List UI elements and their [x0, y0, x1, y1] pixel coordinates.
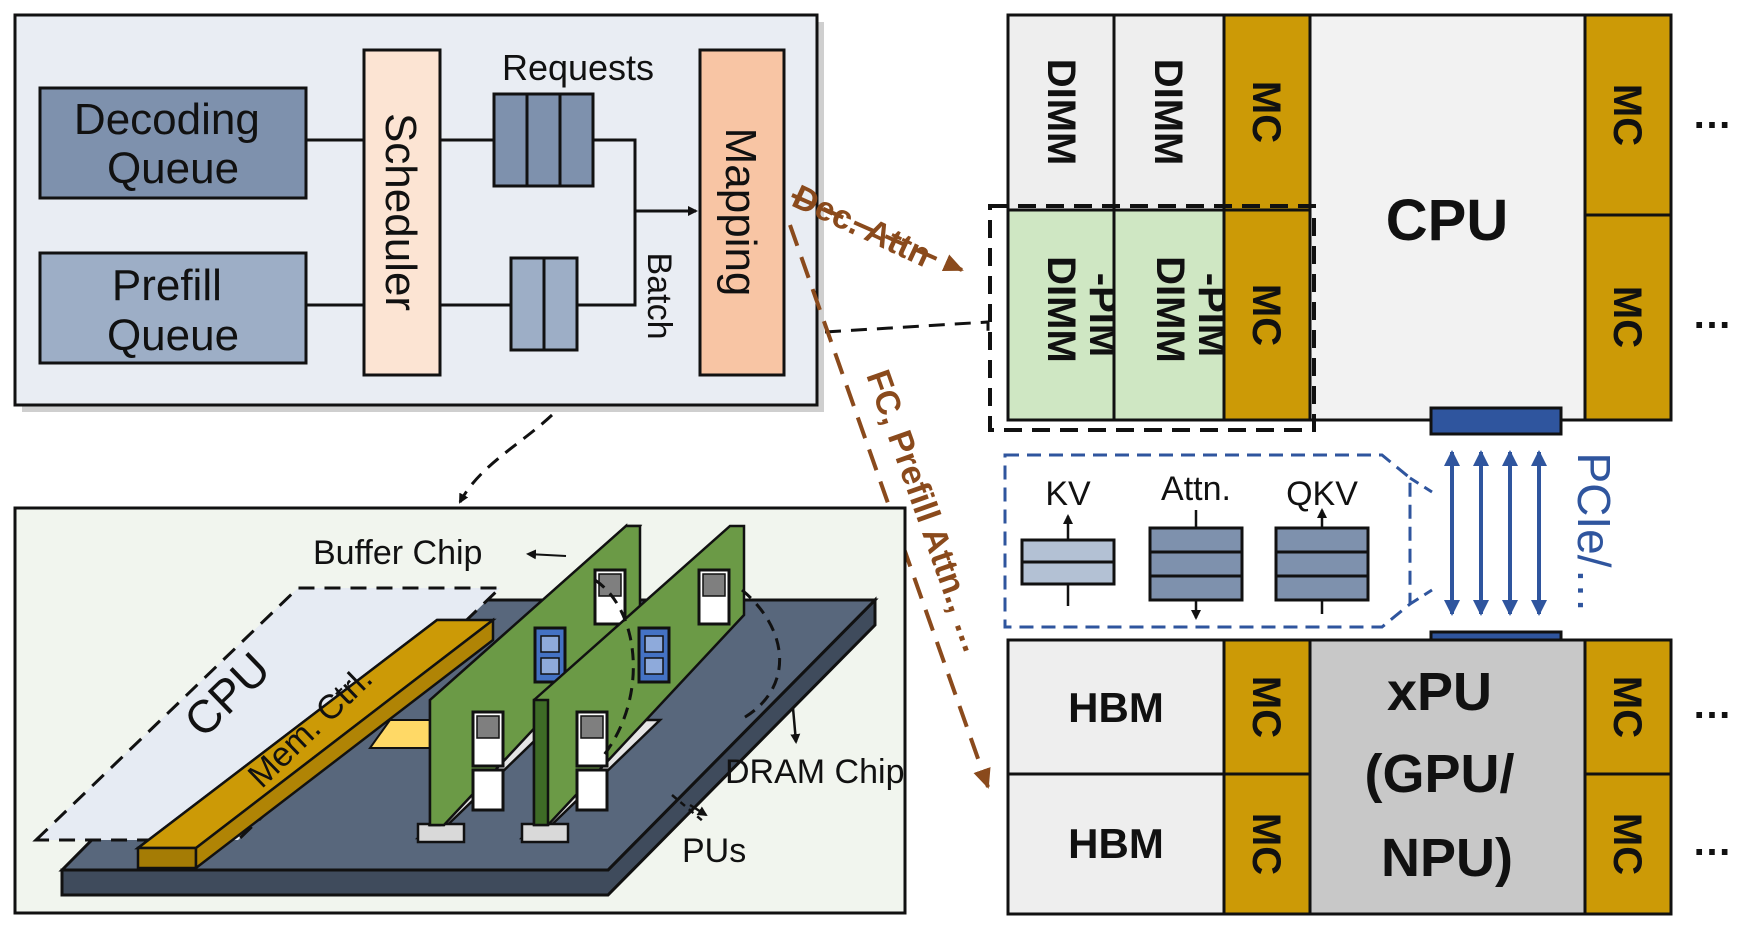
- scheduler-block: Scheduler: [362, 48, 442, 377]
- xpu-line2: (GPU/: [1364, 744, 1514, 804]
- kv-op: KV: [1020, 475, 1116, 606]
- cpu-node: DIMM DIMM MC DIMM -PIM DIMM -PIM MC CPU …: [988, 13, 1732, 432]
- xpu-ellipsis-bottom: …: [1692, 820, 1732, 864]
- dimm-0-label: DIMM: [1039, 59, 1083, 166]
- mc-2-label: MC: [1605, 84, 1649, 146]
- decoding-queue: Decoding Queue: [38, 86, 308, 200]
- svg-text:DIMM -PIM: DIMM -PIM: [1039, 256, 1125, 374]
- pim-highlight-box: [988, 204, 1316, 432]
- buffer-chip-label: Buffer Chip: [313, 534, 482, 572]
- svg-text:Prefill Queue: Prefill Queue: [107, 261, 239, 360]
- cpu-ellipsis-top: …: [1692, 93, 1732, 137]
- prefill-buffer: [509, 256, 579, 352]
- hardware-view: CPU Mem. Ctrl.: [13, 506, 907, 915]
- mc-3-label: MC: [1605, 286, 1649, 348]
- mc-1-label: MC: [1244, 284, 1288, 346]
- svg-text:Decoding Queue: Decoding Queue: [74, 95, 272, 193]
- panel-wires: [307, 138, 698, 307]
- dimm-pim-1-line1: DIMM: [1148, 256, 1192, 363]
- xpu-line1: xPU: [1387, 662, 1492, 722]
- xpu-line3: NPU): [1381, 828, 1513, 888]
- hbm-1-label: HBM: [1068, 820, 1164, 867]
- operator-legend: KV Attn. QKV: [1003, 453, 1433, 629]
- mc-1: [1222, 208, 1312, 422]
- cpu-label: CPU: [1386, 188, 1508, 253]
- mc-7: [1583, 772, 1673, 916]
- pim-link-dashed: [824, 320, 990, 334]
- mc-4-label: MC: [1244, 676, 1288, 738]
- hbm-1: [1006, 772, 1226, 916]
- mapping-label: Mapping: [716, 128, 765, 297]
- request-buffer: [492, 92, 595, 188]
- decoding-queue-line1: Decoding: [74, 95, 260, 144]
- qkv-op: QKV: [1274, 475, 1370, 614]
- attn-label: Attn.: [1161, 470, 1231, 508]
- dimm-pim-1: [1112, 208, 1226, 422]
- hbm-0: [1006, 638, 1226, 776]
- pcie-label: PCIe/…: [1568, 452, 1620, 613]
- mc-6: [1583, 638, 1673, 776]
- qkv-label: QKV: [1286, 475, 1358, 513]
- mapping-block: Mapping: [698, 48, 786, 377]
- dram-chip-label: DRAM Chip: [725, 753, 904, 791]
- prefill-queue: Prefill Queue: [38, 251, 308, 365]
- hardware-link-curve: [458, 413, 554, 504]
- mc-6-label: MC: [1605, 676, 1649, 738]
- mc-5-label: MC: [1244, 813, 1288, 875]
- cpu-region: CPU: [32, 586, 504, 842]
- dimm-module-2: [518, 524, 746, 844]
- pcie-link: PCIe/…: [1429, 406, 1620, 660]
- pcie-port-top: [1429, 406, 1563, 436]
- dimm-pim-0-line1: DIMM: [1039, 256, 1083, 363]
- mc-0-label: MC: [1244, 81, 1288, 143]
- prefill-queue-line1: Prefill: [112, 261, 222, 310]
- svg-text:DIMM -PIM: DIMM -PIM: [1148, 256, 1234, 374]
- batch-label: Batch: [640, 253, 678, 340]
- mc-7-label: MC: [1605, 813, 1649, 875]
- cpu-block: [1308, 13, 1587, 422]
- dimm-1-label: DIMM: [1146, 59, 1190, 166]
- dimm-0: [1006, 13, 1116, 212]
- kv-label: KV: [1045, 475, 1091, 513]
- decoding-queue-line2: Queue: [107, 144, 239, 193]
- xpu-ellipsis-top: …: [1692, 683, 1732, 727]
- prefill-queue-line2: Queue: [107, 311, 239, 360]
- requests-label: Requests: [502, 47, 654, 88]
- scheduler-panel: Decoding Queue Prefill Queue Scheduler R…: [13, 13, 824, 412]
- dimm-module-1: [414, 523, 643, 844]
- mc-5: [1222, 772, 1312, 916]
- attn-op: Attn.: [1148, 470, 1244, 620]
- svg-text:xPU (GPU/ NPU): xPU (GPU/ NPU): [1364, 662, 1529, 888]
- pus-label: PUs: [682, 832, 746, 870]
- cpu-ellipsis-bottom: …: [1692, 293, 1732, 337]
- mc-3: [1583, 213, 1673, 422]
- mc-0: [1222, 13, 1312, 212]
- xpu-node: HBM HBM MC MC xPU (GPU/ NPU) MC MC … …: [1006, 638, 1732, 916]
- hbm-0-label: HBM: [1068, 684, 1164, 731]
- xpu-block: [1308, 638, 1587, 916]
- scheduler-label: Scheduler: [376, 113, 425, 311]
